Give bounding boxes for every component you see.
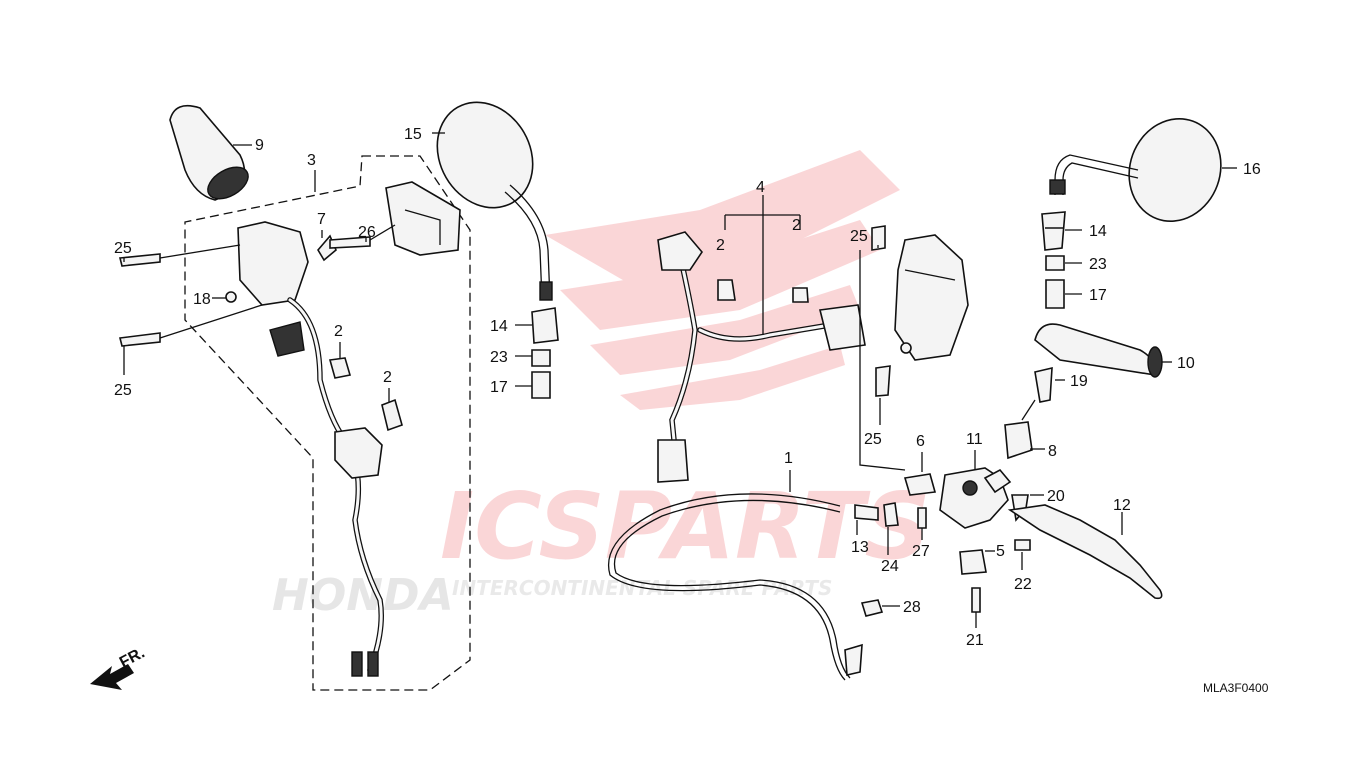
small-switches <box>903 452 995 613</box>
front-label: FR. <box>117 644 148 671</box>
callout-3: 3 <box>307 152 316 169</box>
right-bar-end-stack <box>1041 211 1082 309</box>
callout-18: 18 <box>193 291 211 308</box>
screw-25b <box>119 332 161 347</box>
callout-5: 5 <box>996 543 1005 560</box>
front-direction-arrow: FR. <box>90 644 148 690</box>
left-switch-housing <box>118 181 461 347</box>
left-bar-end-stack <box>515 307 559 399</box>
watermark-maker: HONDA <box>272 570 454 621</box>
adjuster-13 <box>854 504 879 521</box>
callout-25: 25 <box>114 382 132 399</box>
center-harness <box>657 195 866 483</box>
callout-17: 17 <box>1089 287 1107 304</box>
clutch-lever-12 <box>1007 504 1163 600</box>
callout-2: 2 <box>383 369 392 386</box>
screw-27 <box>917 507 927 529</box>
watermark: ICSPARTS INTERCONTINENTAL SPARE PARTS HO… <box>272 150 931 621</box>
screw-18 <box>225 291 237 303</box>
nut-28 <box>860 599 884 617</box>
callout-25: 25 <box>864 431 882 448</box>
callout-15: 15 <box>404 126 422 143</box>
bolt-19 <box>1034 366 1053 403</box>
callout-2: 2 <box>334 323 343 340</box>
right-mirror <box>1049 117 1237 223</box>
callout-8: 8 <box>1048 443 1057 460</box>
switch-6 <box>903 473 937 496</box>
clutch-cable <box>608 470 899 681</box>
callout-7: 7 <box>317 211 326 228</box>
callout-27: 27 <box>912 543 930 560</box>
callout-12: 12 <box>1113 497 1131 514</box>
callout-20: 20 <box>1047 488 1065 505</box>
callout-2: 2 <box>716 237 725 254</box>
callout-24: 24 <box>881 558 899 575</box>
left-harness <box>269 297 403 677</box>
callout-26: 26 <box>358 224 376 241</box>
callout-25: 25 <box>114 240 132 257</box>
callout-14: 14 <box>1089 223 1107 240</box>
nut-22 <box>1014 539 1031 551</box>
clip-2a <box>328 357 352 379</box>
watermark-brand: ICSPARTS <box>440 473 931 580</box>
callout-22: 22 <box>1014 576 1032 593</box>
screw-25c <box>871 225 886 251</box>
right-grip <box>1034 323 1172 378</box>
callout-10: 10 <box>1177 355 1195 372</box>
callout-28: 28 <box>903 599 921 616</box>
callout-9: 9 <box>255 137 264 154</box>
left-mirror <box>432 101 553 301</box>
callout-23: 23 <box>1089 256 1107 273</box>
callout-13: 13 <box>851 539 869 556</box>
clutch-assembly <box>939 366 1163 600</box>
honda-wing-logo <box>545 150 900 410</box>
callout-4: 4 <box>756 179 765 196</box>
screw-26 <box>329 236 371 249</box>
screw-25a <box>118 253 161 267</box>
screw-21 <box>971 587 981 613</box>
callout-11: 11 <box>966 431 983 448</box>
callout-23: 23 <box>490 349 508 366</box>
callout-25: 25 <box>850 228 868 245</box>
left-grip <box>169 104 252 201</box>
callout-17: 17 <box>490 379 508 396</box>
callout-2: 2 <box>792 217 801 234</box>
locknut-24 <box>883 502 899 527</box>
callouts: 1 2 2 2 2 3 4 5 6 7 8 9 10 11 12 13 14 1… <box>114 126 1261 649</box>
callout-19: 19 <box>1070 373 1088 390</box>
callout-6: 6 <box>916 433 925 450</box>
clip-2b <box>381 398 403 432</box>
callout-21: 21 <box>966 632 984 649</box>
callout-16: 16 <box>1243 161 1261 178</box>
right-switch-housing <box>859 225 969 471</box>
diagram-code: MLA3F0400 <box>1203 681 1269 695</box>
callout-1: 1 <box>784 450 793 467</box>
switch-5 <box>959 549 987 575</box>
callout-14: 14 <box>490 318 508 335</box>
callout-leaders <box>123 230 1045 628</box>
screw-25d <box>875 365 891 397</box>
holder-8 <box>1004 421 1033 460</box>
